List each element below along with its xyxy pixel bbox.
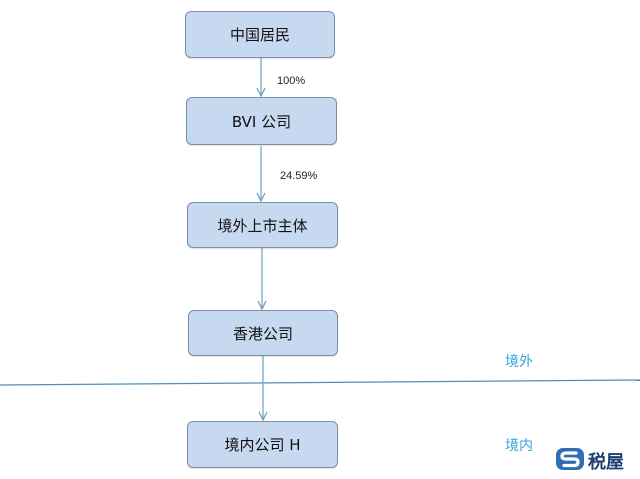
node-domestic-company-h-label: 境内公司 H	[224, 436, 301, 454]
edge-label-resident-bvi: 100%	[277, 75, 306, 87]
node-bvi-company-label: BVI 公司	[231, 112, 292, 131]
watermark-text: 税屋	[588, 452, 624, 473]
node-domestic-company-h: 境内公司 H	[187, 421, 338, 468]
node-hk-company: 香港公司	[188, 310, 338, 356]
region-label-onshore: 境内	[505, 438, 533, 454]
boundary-line	[0, 379, 640, 386]
node-offshore-listed-entity-label: 境外上市主体	[217, 216, 308, 235]
node-chinese-resident: 中国居民	[185, 11, 335, 58]
node-offshore-listed-entity: 境外上市主体	[187, 202, 338, 248]
node-hk-company-label: 香港公司	[232, 324, 293, 343]
s-logo-icon	[555, 446, 585, 476]
watermark-logo: 税屋	[555, 446, 624, 476]
edge-label-bvi-listed: 24.59%	[280, 170, 318, 182]
node-chinese-resident-label: 中国居民	[229, 26, 290, 44]
region-label-offshore: 境外	[505, 354, 533, 370]
node-bvi-company: BVI 公司	[186, 97, 337, 145]
